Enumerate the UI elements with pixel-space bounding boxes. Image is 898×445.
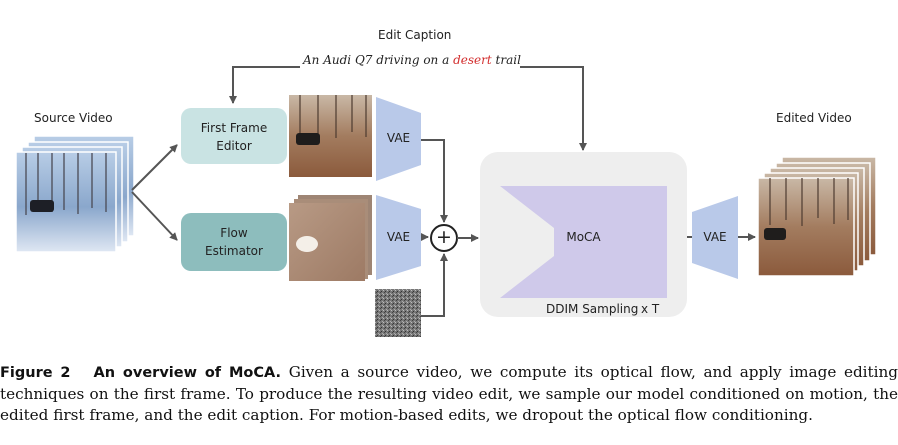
arrow-to-editor (131, 144, 178, 191)
vae-out-label: VAE (703, 230, 727, 244)
figure-label: Figure 2 (0, 365, 71, 381)
edited-video-stack (757, 156, 877, 277)
edit-caption-after: trail (495, 53, 521, 67)
arrow-caption-to-moca (520, 66, 587, 151)
first-frame-editor-box (181, 108, 287, 164)
noise-thumbnail (375, 289, 421, 337)
times-t-label: x T (641, 302, 660, 316)
moca-shape (500, 186, 667, 298)
edit-caption-title: Edit Caption (378, 28, 452, 42)
moca-label: MoCA (566, 230, 601, 244)
vae-top-shape (376, 97, 421, 181)
first-frame-editor-line2: Editor (216, 139, 252, 153)
flow-estimator-box (181, 213, 287, 271)
flow-estimator-line1: Flow (220, 226, 248, 240)
arrow-vae-top-to-plus (421, 139, 448, 223)
arrow-to-flow (131, 191, 178, 241)
edit-caption-highlight: desert (453, 53, 492, 67)
vae-out-shape (692, 196, 738, 279)
arrow-caption-to-editor (229, 66, 300, 104)
source-video-label: Source Video (34, 111, 113, 125)
figure-body: Given a source video, we compute its opt… (0, 363, 898, 424)
vae-mid-shape (376, 195, 421, 280)
arrow-noise-to-plus (421, 253, 448, 317)
figure-title: An overview of MoCA. (93, 365, 282, 381)
optical-flow-stack (289, 195, 372, 281)
edit-caption-text: An Audi Q7 driving on a desert trail (303, 53, 521, 67)
vae-mid-label: VAE (386, 230, 411, 244)
edited-video-label: Edited Video (776, 111, 852, 125)
edited-first-frame-thumbnail (289, 95, 372, 177)
source-video-stack (15, 135, 135, 253)
vae-top-label: VAE (386, 131, 411, 145)
flow-estimator-line2: Estimator (205, 244, 263, 258)
plus-label: + (436, 226, 452, 248)
edit-caption-before: An Audi Q7 driving on a (303, 53, 450, 67)
figure-caption: Figure 2 An overview of MoCA. Given a so… (0, 362, 898, 426)
first-frame-editor-line1: First Frame (200, 121, 268, 135)
ddim-sampling-label: DDIM Sampling (546, 302, 639, 316)
